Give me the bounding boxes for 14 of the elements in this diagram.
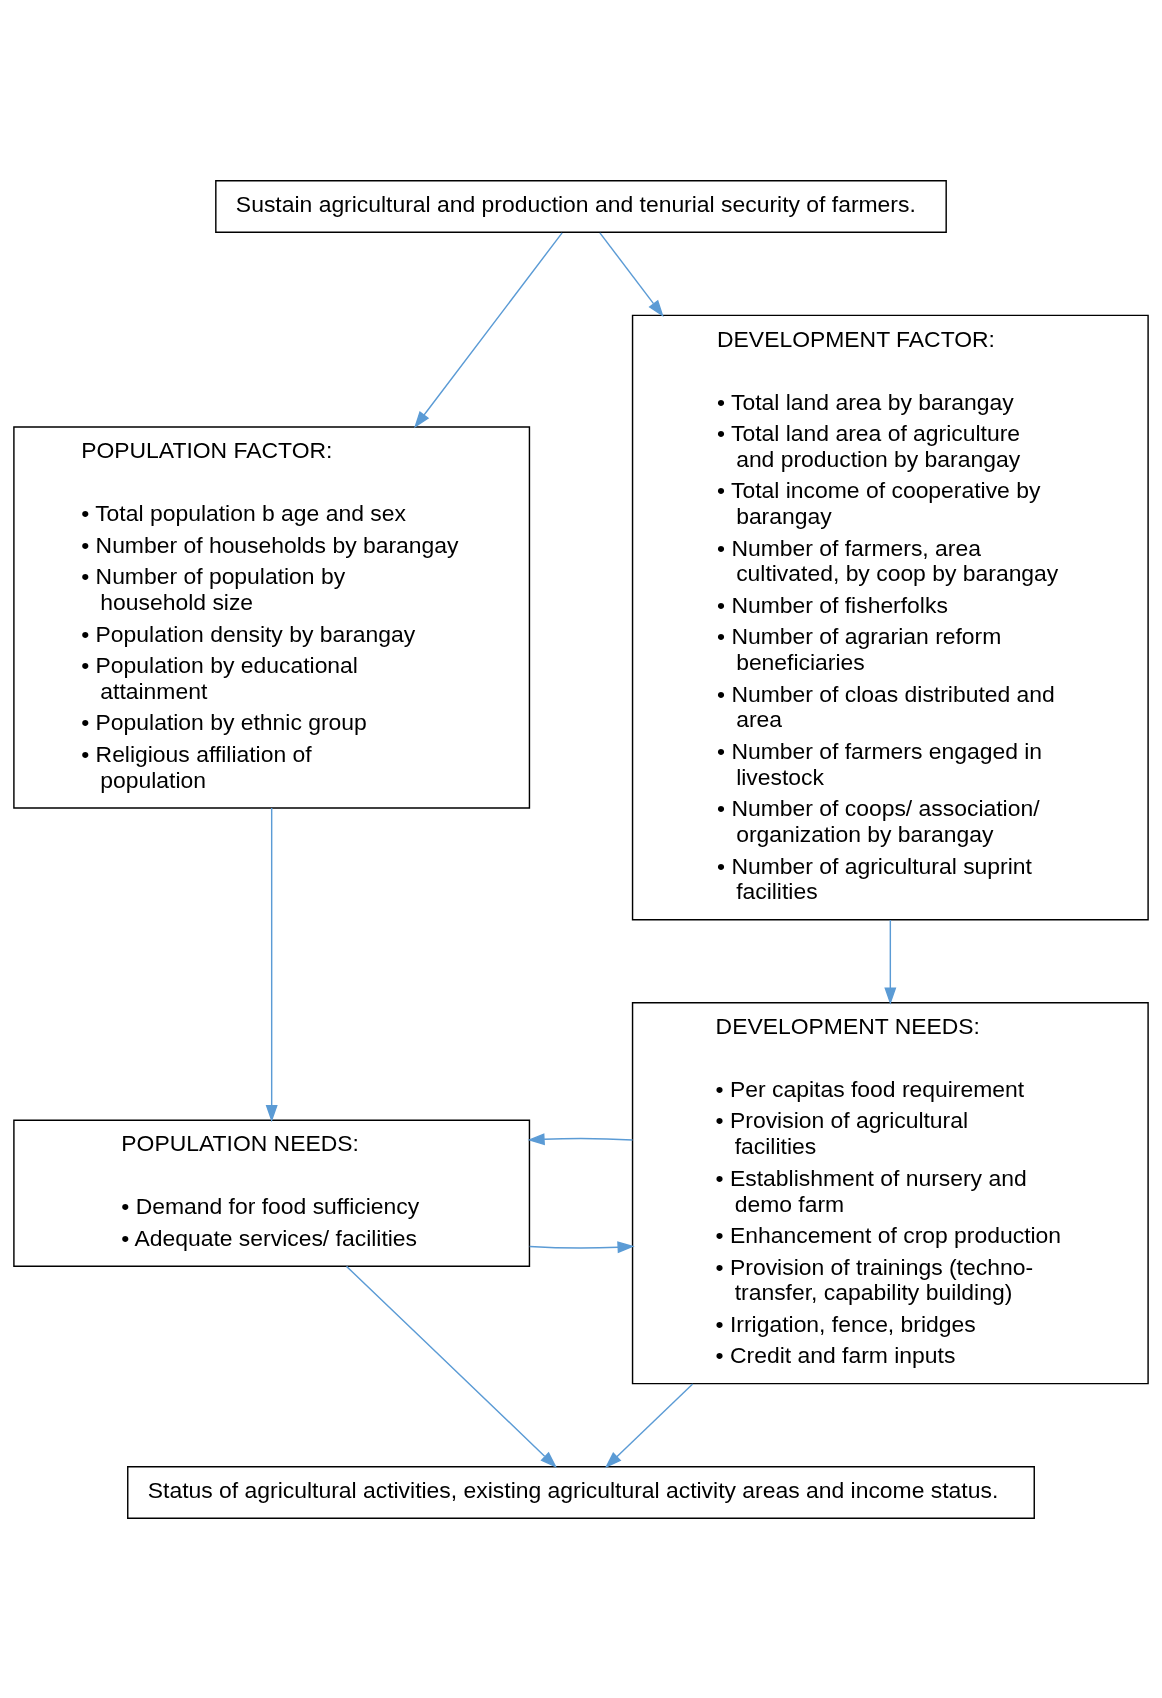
node-box: Status of agricultural activities, existing agricultural activity areas and income status.	[127, 1465, 1035, 1519]
arrow	[265, 806, 278, 1122]
arrow	[414, 231, 563, 428]
node-box: DEVELOPMENT NEEDS: • Per capitas food requirement • Provision of agricultural facilities • Establishment of nursery and demo farm • Enhancement of crop production • Provision of trainings (techno-transfer, capability building) • Irrigation, fence, bridges • Credit and farm inputs	[631, 1001, 1149, 1384]
node-box: POPULATION FACTOR: • Total population b age and sex • Number of households by barangay • Number of population by household size • Population density by barangay • Population by educational attainment • Population by ethnic group • Religious affiliation of population	[13, 425, 531, 809]
node-box: POPULATION NEEDS: • Demand for food sufficiency • Adequate services/ facilities	[13, 1118, 531, 1267]
arrow	[528, 1240, 635, 1253]
arrow	[604, 1382, 694, 1468]
arrow	[599, 231, 664, 317]
node-box: DEVELOPMENT FACTOR: • Total land area by barangay • Total land area of agriculture and production by barangay • Total income of cooperative by barangay • Number of farmers, area cultivated, by coop by barangay • Number of fisherfolks • Number of agrarian reform beneficiaries • Number of cloas distributed and area • Number of farmers engaged in livestock • Number of coops/ association/ organization by barangay • Number of agricultural suprint facilities	[631, 314, 1149, 920]
arrow	[345, 1265, 558, 1468]
arrow	[884, 918, 897, 1005]
arrow	[527, 1132, 634, 1145]
node-box: Sustain agricultural and production and tenurial security of farmers.	[215, 179, 947, 233]
